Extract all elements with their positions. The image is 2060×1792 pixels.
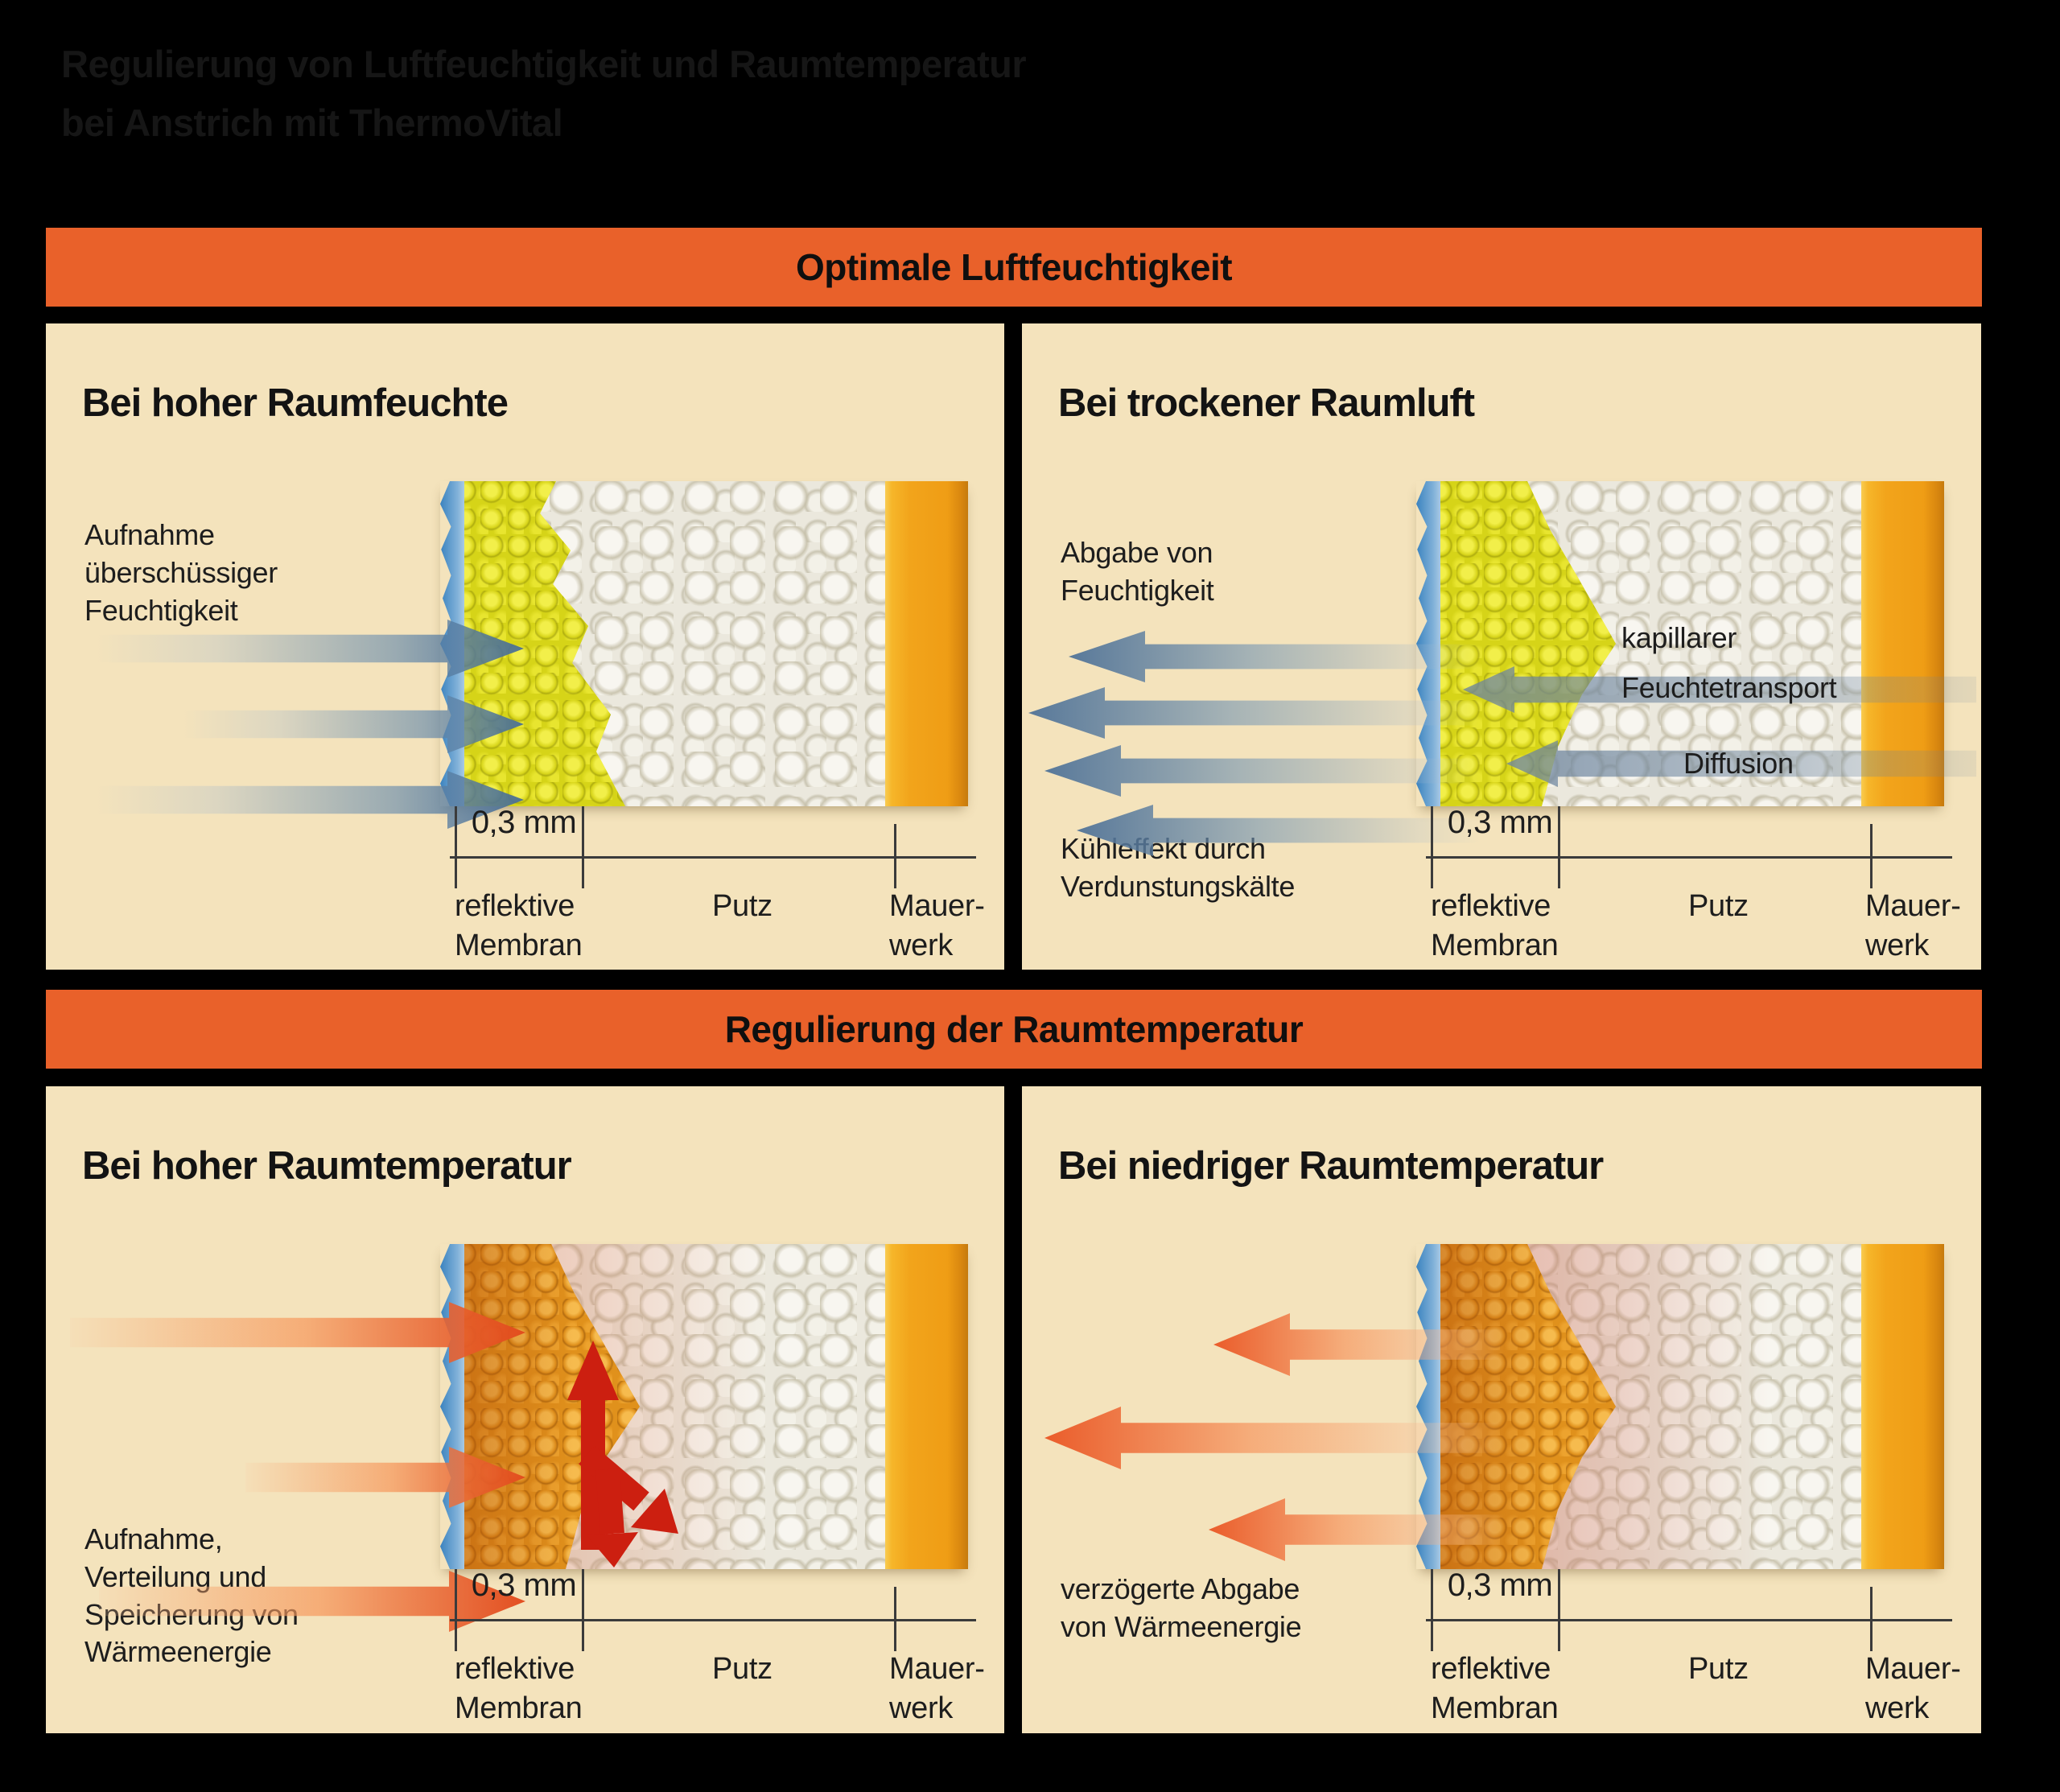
ruler-tick xyxy=(894,824,896,888)
heat-in-arrow-icon xyxy=(70,1302,525,1363)
masonry-label: Mauer- werk xyxy=(1865,889,1961,963)
page-title-line2: bei Anstrich mit ThermoVital xyxy=(61,101,563,144)
masonry-label: Mauer- werk xyxy=(889,1652,985,1726)
ruler-tick xyxy=(1431,806,1433,888)
paint-film-layer xyxy=(440,1244,464,1569)
section-banner-humidity: Optimale Luftfeuchtigkeit xyxy=(46,228,1982,307)
panel-heading: Bei niedriger Raumtemperatur xyxy=(1058,1143,1604,1188)
panel-high-humidity: Bei hoher Raumfeuchte Aufnahme überschüs… xyxy=(46,323,1004,970)
scale-ruler xyxy=(450,1619,976,1621)
section-banner-temperature: Regulierung der Raumtemperatur xyxy=(46,990,1982,1069)
scale-ruler xyxy=(450,856,976,859)
plaster-label: Putz xyxy=(1688,1652,1749,1686)
panel-dry-air: Bei trockener Raumluft Abgabe von Feucht… xyxy=(1022,323,1981,970)
membrane-label: reflektive Membran xyxy=(1431,889,1559,963)
ruler-tick xyxy=(582,1569,584,1651)
ruler-tick xyxy=(455,806,457,888)
membrane-label: reflektive Membran xyxy=(455,889,583,963)
section-banner-temperature-label: Regulierung der Raumtemperatur xyxy=(724,1008,1304,1050)
scale-value: 0,3 mm xyxy=(1447,805,1553,840)
heat-distribution-arrows-icon xyxy=(567,1341,678,1567)
section-banner-humidity-label: Optimale Luftfeuchtigkeit xyxy=(795,246,1233,288)
page-title-line1: Regulierung von Luftfeuchtigkeit und Rau… xyxy=(61,43,1027,85)
scale-value: 0,3 mm xyxy=(1447,1567,1553,1603)
plaster-label: Putz xyxy=(1688,889,1749,923)
ruler-tick xyxy=(1431,1569,1433,1651)
panel-heading: Bei hoher Raumtemperatur xyxy=(82,1143,572,1188)
panel-high-temperature: Bei hoher Raumtemperatur Aufnahme, Verte… xyxy=(46,1086,1004,1733)
wall-cross-section xyxy=(440,1244,968,1569)
moisture-out-arrow-icon xyxy=(1044,745,1481,797)
masonry-layer xyxy=(885,481,968,806)
membrane-label: reflektive Membran xyxy=(1431,1652,1559,1726)
plaster-label: Putz xyxy=(712,1652,772,1686)
ruler-tick xyxy=(1870,824,1873,888)
plaster-label: Putz xyxy=(712,889,772,923)
scale-value: 0,3 mm xyxy=(471,1567,577,1603)
membrane-label: reflektive Membran xyxy=(455,1652,583,1726)
ruler-tick xyxy=(1870,1587,1873,1651)
scale-ruler xyxy=(1426,1619,1952,1621)
wall-cross-section xyxy=(440,481,968,806)
scale-ruler xyxy=(1426,856,1952,859)
panel-low-temperature: Bei niedriger Raumtemperatur verzögerte … xyxy=(1022,1086,1981,1733)
moisture-intake-label: Aufnahme überschüssiger Feuchtigkeit xyxy=(84,518,278,627)
ruler-tick xyxy=(1558,1569,1560,1651)
ruler-tick xyxy=(582,806,584,888)
masonry-label: Mauer- werk xyxy=(1865,1652,1961,1726)
page-title: Regulierung von Luftfeuchtigkeit und Rau… xyxy=(61,35,1027,153)
moisture-in-arrow-icon xyxy=(96,771,524,829)
diffusion-label: Diffusion xyxy=(1683,747,1794,780)
delayed-heat-release-label: verzögerte Abgabe von Wärmeenergie xyxy=(1061,1572,1302,1643)
capillary-transport-label: kapillarer Feuchtetransport xyxy=(1621,621,1837,704)
scale-value: 0,3 mm xyxy=(471,805,577,840)
ruler-tick xyxy=(455,1569,457,1651)
ruler-tick xyxy=(1558,806,1560,888)
panel-heading: Bei trockener Raumluft xyxy=(1058,381,1475,425)
ruler-tick xyxy=(894,1587,896,1651)
masonry-layer xyxy=(1861,1244,1944,1569)
masonry-label: Mauer- werk xyxy=(889,889,985,963)
masonry-layer xyxy=(885,1244,968,1569)
moisture-out-arrow-icon xyxy=(1028,687,1481,739)
panel-heading: Bei hoher Raumfeuchte xyxy=(82,381,509,425)
moisture-release-label: Abgabe von Feuchtigkeit xyxy=(1061,536,1214,607)
paint-film-layer xyxy=(1416,481,1440,806)
